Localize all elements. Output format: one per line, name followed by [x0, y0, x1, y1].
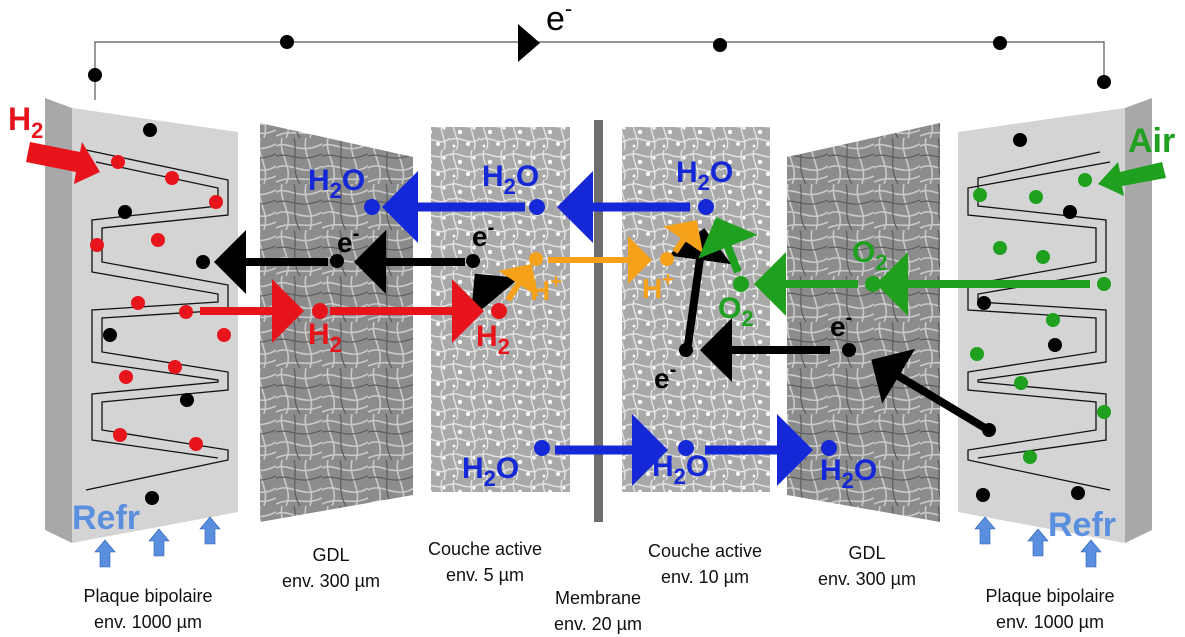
- gdl-left: [260, 123, 413, 522]
- gdl-right: [787, 123, 940, 522]
- caption-thickness: env. 5 µm: [445, 565, 525, 585]
- hydrogen-nodes: [312, 303, 507, 319]
- air-inlet-arrow: [1098, 162, 1166, 196]
- inert-particles-right-plate: [976, 133, 1085, 502]
- inert-particles-left-plate: [103, 123, 194, 505]
- caption-thickness: env. 1000 µm: [93, 612, 203, 632]
- coolant-label-right: Refr: [1048, 506, 1116, 544]
- coolant-inlet-arrows-left: [94, 516, 221, 568]
- membrane: [594, 120, 603, 522]
- bipolar-plate-right: [958, 98, 1152, 543]
- caption-title: Membrane: [554, 588, 642, 608]
- proton-nodes: [529, 252, 674, 266]
- caption-thickness: env. 1000 µm: [995, 612, 1105, 632]
- water-flow-arrows: [382, 171, 813, 486]
- flow-channel-left: [85, 149, 229, 491]
- oxygen-label-active: O2: [718, 292, 754, 331]
- caption-gdl-right: GDL env. 300 µm: [792, 540, 942, 592]
- water-label-gdl-left: H2O: [308, 164, 365, 203]
- electron-label-active-right: e-: [654, 359, 676, 394]
- caption-active-layer-left: Couche active env. 5 µm: [400, 536, 570, 588]
- fuel-inlet-label: H2: [8, 101, 43, 143]
- electron-flow-arrowhead: [518, 24, 540, 62]
- caption-title: Plaque bipolaire: [985, 586, 1115, 606]
- caption-membrane: Membrane env. 20 µm: [523, 585, 673, 637]
- hydrogen-label-active: H2: [476, 320, 510, 359]
- caption-gdl-left: GDL env. 300 µm: [256, 542, 406, 594]
- coolant-label-left: Refr: [72, 499, 140, 537]
- caption-bipolar-plate-left: Plaque bipolaire env. 1000 µm: [48, 583, 248, 635]
- hydrogen-label-gdl: H2: [308, 318, 342, 357]
- electron-label-gdl-left: e-: [337, 223, 359, 258]
- water-label-gdl-right: H2O: [820, 454, 877, 493]
- electron-flow-arrows: [214, 228, 988, 432]
- electron-label-active-left: e-: [472, 217, 494, 252]
- proton-label-right: H+: [642, 269, 674, 304]
- caption-bipolar-plate-right: Plaque bipolaire env. 1000 µm: [950, 583, 1150, 635]
- water-nodes: [364, 199, 837, 456]
- water-label-active-right: H2O: [676, 156, 733, 195]
- caption-thickness: env. 300 µm: [281, 571, 381, 591]
- electron-label-gdl-right: e-: [830, 307, 852, 342]
- water-label-active-left: H2O: [482, 160, 539, 199]
- proton-flow-arrows: [498, 220, 704, 302]
- water-label-membrane-right: H2O: [652, 450, 709, 489]
- hydrogen-particles-plate: [90, 155, 234, 451]
- caption-thickness: env. 20 µm: [553, 614, 643, 634]
- oxygen-flow-arrows: [698, 217, 1090, 316]
- hydrogen-inlet-arrow: [26, 142, 100, 184]
- flow-channel-right: [967, 161, 1111, 491]
- caption-title: GDL: [312, 545, 350, 565]
- caption-thickness: env. 300 µm: [817, 569, 917, 589]
- air-inlet-label: Air: [1128, 122, 1175, 160]
- caption-title: Couche active: [647, 541, 763, 561]
- electron-nodes: [196, 254, 996, 437]
- caption-active-layer-right: Couche active env. 10 µm: [620, 538, 790, 590]
- circuit-electron-label: e-: [546, 0, 572, 38]
- caption-thickness: env. 10 µm: [660, 567, 750, 587]
- caption-title: Plaque bipolaire: [83, 586, 213, 606]
- proton-label-left: H+: [530, 271, 562, 306]
- oxygen-nodes: [733, 276, 881, 292]
- water-label-membrane-left: H2O: [462, 452, 519, 491]
- oxygen-label-gdl: O2: [852, 236, 888, 275]
- external-circuit-wire: [94, 41, 1105, 100]
- caption-title: Couche active: [427, 539, 543, 559]
- oxygen-particles-plate: [970, 173, 1111, 464]
- coolant-inlet-arrows-right: [974, 516, 1102, 568]
- caption-title: GDL: [848, 543, 886, 563]
- circuit-nodes: [88, 35, 1111, 89]
